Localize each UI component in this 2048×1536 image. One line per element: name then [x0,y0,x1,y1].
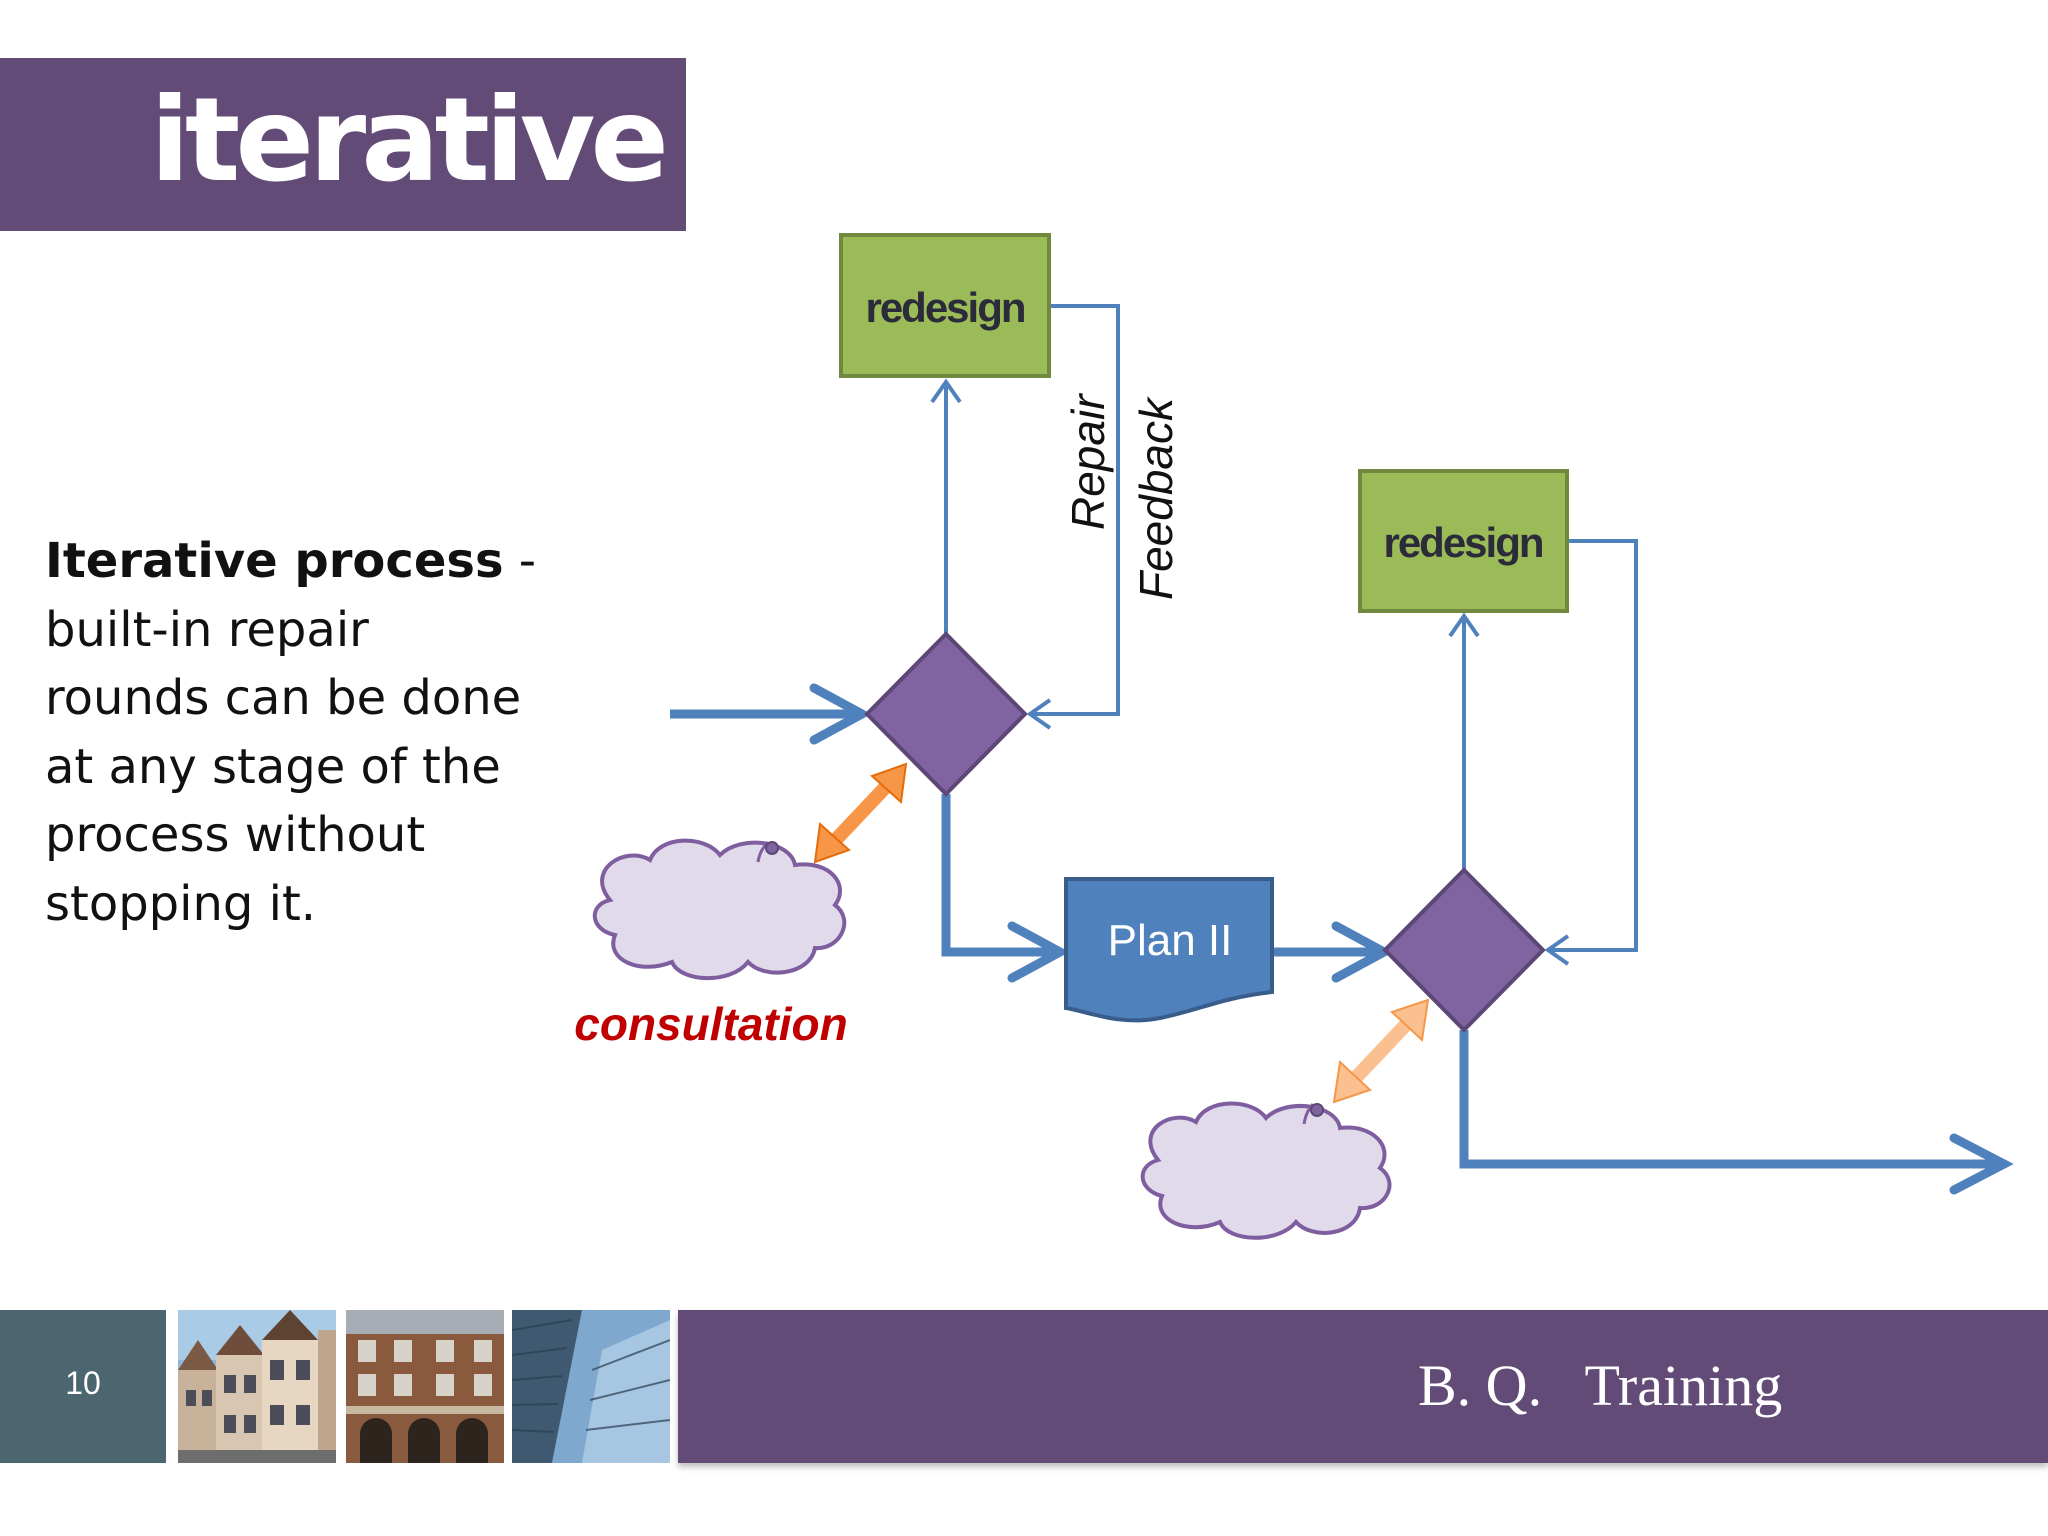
double-arrow-icon [1332,998,1430,1104]
cloud-icon [592,838,847,981]
page-number-box: 10 [0,1310,166,1463]
plan-document: Plan II [1064,877,1274,1023]
feedback-label: Feedback [1130,396,1182,600]
double-arrow-icon [813,762,908,864]
plan-label: Plan II [1108,916,1233,965]
arrow-to-diamond-2 [1274,921,1394,983]
feedback-loop-2 [1544,539,1638,966]
title-bar: iterative [0,58,686,231]
input-arrow [670,683,872,745]
arrow-to-plan [941,794,1070,983]
body-bold: Iterative process [45,533,504,589]
redesign-box-1: redesign [839,233,1051,378]
decision-diamond-1 [864,631,1028,797]
footer-brand: B. Q. Training [1418,1353,1783,1418]
building-photo [512,1310,670,1463]
body-rest: - built-in repair rounds can be done at … [45,533,537,932]
body-text: Iterative process - built-in repair roun… [45,527,545,938]
building-photo [178,1310,336,1463]
cloud-icon [1140,1101,1392,1240]
redesign-label-1: redesign [865,284,1024,331]
decision-diamond-2 [1382,867,1546,1033]
arrow-to-redesign-2 [1448,612,1480,870]
output-arrow [1459,1030,2014,1195]
page-number: 10 [65,1365,101,1401]
repair-label: Repair [1062,393,1114,530]
building-photo [346,1310,504,1463]
feedback-loop-1 [1026,304,1120,730]
consultation-label: consultation [574,998,847,1050]
redesign-box-2: redesign [1358,469,1569,613]
arrow-to-redesign-1 [930,378,962,634]
footer-bar: B. Q. Training [678,1310,2048,1463]
slide-title: iterative [150,73,669,208]
redesign-label-2: redesign [1383,519,1542,566]
